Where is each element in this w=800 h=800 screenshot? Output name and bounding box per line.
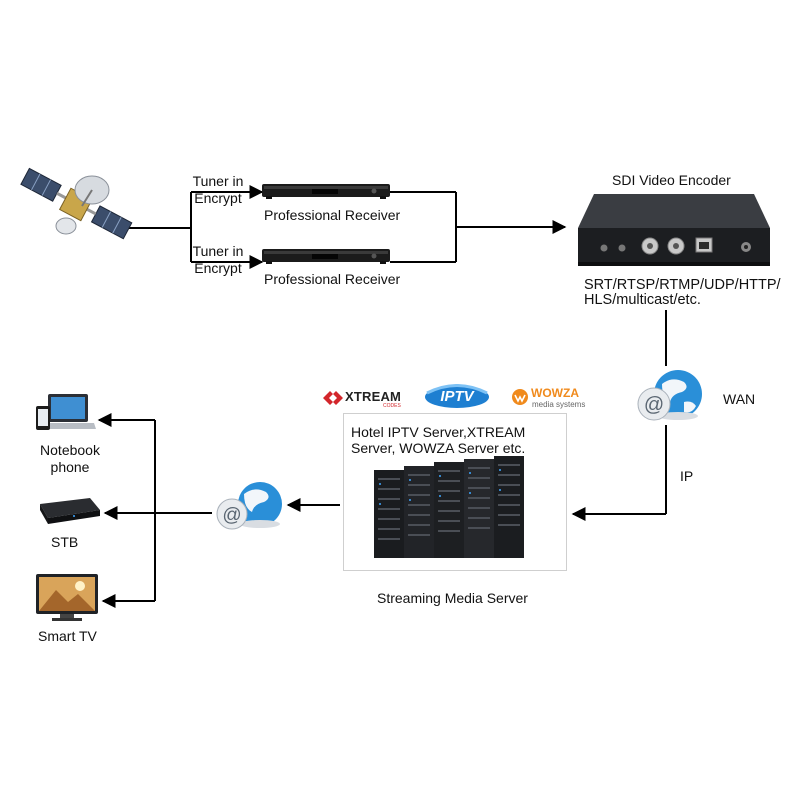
satellite-icon (20, 167, 133, 240)
encoder-title: SDI Video Encoder (612, 172, 731, 188)
wowza-logo-text: WOWZA (531, 386, 579, 400)
receiver-label-bottom: Professional Receiver (264, 271, 401, 287)
protocols-line-1: SRT/RTSP/RTMP/UDP/HTTP/ (584, 277, 781, 293)
tuner-label-bottom: Tuner in Encrypt (192, 243, 244, 276)
iptv-logo-text: IPTV (440, 388, 474, 405)
protocols-line-2: HLS/multicast/etc. (584, 292, 701, 308)
wan-globe-icon: @ (637, 370, 702, 421)
svg-text:@: @ (222, 505, 241, 526)
svg-text:@: @ (644, 394, 664, 416)
ip-label: IP (680, 468, 694, 484)
server-description: Hotel IPTV Server,XTREAM Server, WOWZA S… (351, 424, 526, 456)
receiver-device-top (262, 184, 390, 199)
encoder-device (578, 194, 770, 266)
tuner-label-top: Tuner in Encrypt (192, 173, 244, 206)
smart-tv-icon (36, 574, 98, 621)
xtream-logo-subtext: CODES (383, 403, 401, 409)
xtream-logo: XTREAM CODES (321, 388, 411, 409)
receiver-label-top: Professional Receiver (264, 207, 401, 223)
notebook-label: Notebook phone (40, 442, 100, 475)
streaming-server-label: Streaming Media Server (377, 590, 528, 606)
client-globe-icon: @ (216, 482, 282, 530)
iptv-logo: IPTV (423, 384, 491, 410)
wan-label: WAN (723, 391, 756, 407)
wowza-logo: WOWZA media systems (511, 384, 591, 410)
stb-icon (40, 498, 100, 524)
smart-tv-label: Smart TV (38, 628, 97, 644)
wowza-logo-subtext: media systems (532, 400, 586, 409)
streaming-server-panel: Hotel IPTV Server,XTREAM Server, WOWZA S… (343, 413, 567, 571)
encoder-protocols: SRT/RTSP/RTMP/UDP/HTTP/ HLS/multicast/et… (584, 278, 781, 308)
xtream-logo-text: XTREAM (345, 389, 402, 404)
server-rack-icon (374, 456, 524, 558)
receiver-device-bottom (262, 249, 390, 264)
stb-label: STB (51, 534, 79, 550)
notebook-phone-icon (36, 394, 96, 430)
